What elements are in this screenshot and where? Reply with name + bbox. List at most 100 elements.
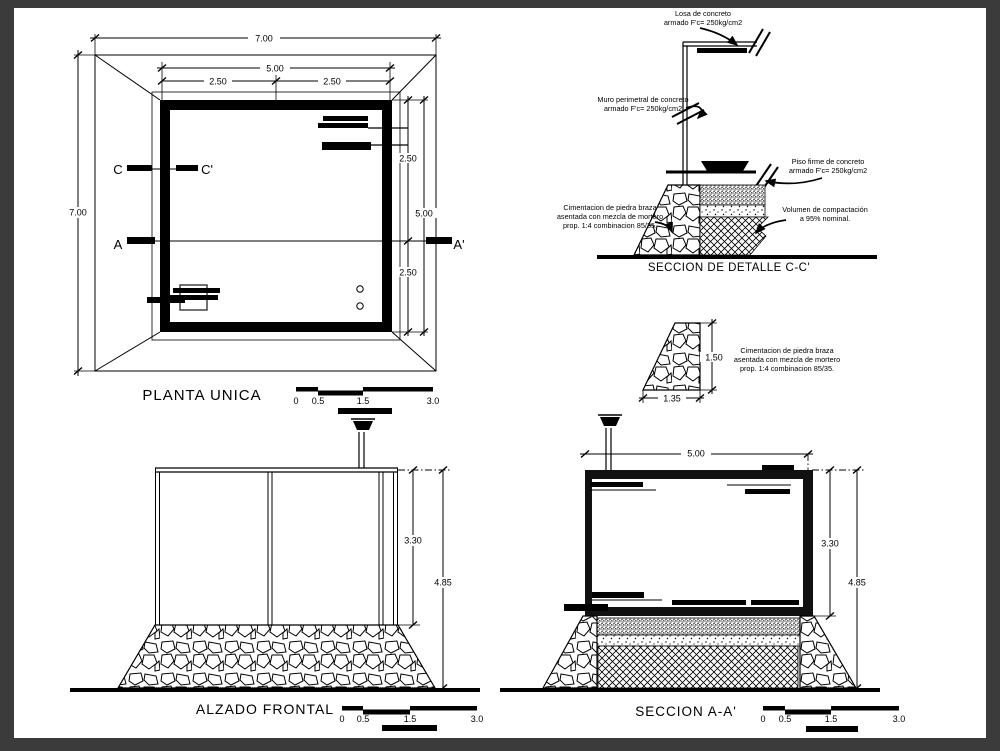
scale-bar-plan: 0 0.5 1.5 3.0 [293, 387, 439, 414]
plan-dimension-left: 7.00 [64, 50, 95, 376]
detail-slab-bar [697, 48, 747, 53]
svg-text:Volumen de compactación: Volumen de compactación [782, 205, 868, 214]
scale-tick-label: 1.5 [357, 396, 370, 406]
note-cimentacion: Cimentacion de piedra braza asentada con… [557, 203, 673, 234]
scale-bar-section: 0 0.5 1.5 3.0 [760, 706, 905, 732]
dim-label: 5.00 [266, 64, 284, 74]
scale-tick-label: 0 [339, 714, 344, 724]
dim-label: 1.35 [663, 394, 681, 404]
vent-pipe [351, 418, 375, 468]
elevation-stone-foundation [116, 624, 437, 689]
svg-text:Piso firme de concreto: Piso firme de concreto [792, 157, 865, 166]
plan-register-bar [170, 295, 218, 300]
plan-beam-bar [322, 142, 371, 150]
svg-text:prop. 1:4 combinacion 85/35.: prop. 1:4 combinacion 85/35. [563, 221, 657, 230]
note-losa: Losa de concreto armado F'c= 250kg/cm2 [664, 9, 742, 47]
dim-label: 4.85 [434, 578, 452, 588]
dim-label: 3.30 [821, 539, 839, 549]
break-mark [748, 28, 764, 54]
break-mark [755, 31, 771, 57]
plan-title: PLANTA UNICA [142, 387, 261, 404]
plan-corner-diagonal [94, 331, 161, 372]
dim-label: 2.50 [209, 77, 227, 87]
foundation-detail: 1.50 1.35 Cimentacion de piedra braza as… [638, 318, 840, 404]
svg-text:Cimentacion de piedra braza: Cimentacion de piedra braza [563, 203, 657, 212]
leader-arrow [754, 219, 787, 235]
note-volumen: Volumen de compactación a 95% nominal. [754, 205, 868, 235]
section-slab-bar [762, 465, 794, 470]
plan-corner-diagonal [391, 331, 437, 372]
svg-text:Muro perimetral de concreto: Muro perimetral de concreto [597, 95, 688, 104]
dim-label: 5.00 [687, 449, 705, 459]
section-gravel-layer [591, 634, 804, 647]
elevation-title: ALZADO FRONTAL [196, 701, 334, 717]
section-title: SECCION A-A' [635, 704, 737, 719]
section-stone-left [541, 615, 598, 689]
section-roof-slab [585, 470, 812, 479]
section-rebar-bar [564, 604, 608, 611]
svg-text:asentada con mezcla de mortero: asentada con mezcla de mortero [557, 212, 663, 221]
leader-arrow [685, 105, 708, 120]
dim-label: 5.00 [415, 209, 433, 219]
section-aa: 5.00 3.30 [500, 414, 905, 732]
leader-arrow [764, 177, 823, 188]
scale-tick-label: 0.5 [357, 714, 370, 724]
section-rebar-bar [751, 600, 799, 605]
section-compacted-fill [597, 645, 799, 689]
detail-concrete-layer [699, 184, 766, 206]
plan-dimensions-top: 7.00 5.00 2.50 2.50 [90, 33, 441, 100]
vent-pipe [598, 414, 622, 470]
plan-wall [160, 100, 392, 332]
svg-text:armado F'c= 250kg/cm2: armado F'c= 250kg/cm2 [604, 104, 682, 113]
section-right-wall [803, 470, 813, 616]
dim-label: 1.50 [705, 353, 723, 363]
scale-tick-label: 3.0 [471, 714, 484, 724]
scale-solid-bar [806, 726, 858, 732]
elevation-ground-line [70, 688, 480, 692]
section-letter-a: A [114, 237, 123, 252]
elevation-dimensions: 3.30 4.85 [398, 465, 458, 693]
section-rebar-bar [592, 592, 644, 598]
break-mark [755, 163, 772, 187]
plan-beam-bar [318, 123, 368, 128]
detail-section-cc: SECCION DE DETALLE C-C' Losa de concreto… [557, 9, 877, 274]
section-concrete-layer [591, 617, 804, 636]
svg-text:armado F'c= 250kg/cm2: armado F'c= 250kg/cm2 [789, 166, 867, 175]
detail-gravel-layer [699, 204, 766, 218]
dim-label: 2.50 [399, 268, 417, 278]
scale-bar-elevation: 0 0.5 1.5 3.0 [339, 706, 483, 731]
plan-corner-diagonal [94, 54, 161, 101]
cut-marker-bar-c [127, 165, 152, 171]
drawing-canvas: C C' A A' 7.00 5.00 [14, 8, 986, 738]
plan-corner-diagonal [391, 54, 437, 101]
dim-label: 7.00 [69, 208, 87, 218]
svg-text:a 95% nominal.: a 95% nominal. [800, 214, 850, 223]
note-piso: Piso firme de concreto armado F'c= 250kg… [764, 157, 867, 188]
scale-tick-label: 1.5 [404, 714, 417, 724]
section-letter-a-prime: A' [453, 237, 464, 252]
detail-floor-slab [701, 161, 749, 171]
svg-text:asentada con mezcla de mortero: asentada con mezcla de mortero [734, 355, 840, 364]
plan-beam-bar [323, 116, 368, 121]
plan-drain-circle [356, 302, 364, 310]
section-rebar-bar [590, 482, 643, 487]
dim-label: 2.50 [399, 154, 417, 164]
scale-tick-label: 3.0 [893, 714, 906, 724]
scale-solid-bar [382, 725, 437, 731]
dim-label: 4.85 [848, 578, 866, 588]
detail-compacted-fill [699, 216, 769, 256]
svg-text:Cimentacion de piedra braza: Cimentacion de piedra braza [740, 346, 834, 355]
svg-text:armado F'c= 250kg/cm2: armado F'c= 250kg/cm2 [664, 18, 742, 27]
section-rebar-bar [672, 600, 746, 605]
foundation-stone-trapezoid [642, 322, 701, 391]
svg-text:prop. 1:4 combinacion 85/35.: prop. 1:4 combinacion 85/35. [740, 364, 834, 373]
dim-label: 3.30 [404, 536, 422, 546]
note-foundation: Cimentacion de piedra braza asentada con… [734, 346, 840, 373]
break-mark [671, 102, 700, 118]
scale-tick-label: 0 [760, 714, 765, 724]
section-left-wall [585, 470, 592, 616]
svg-text:Losa de concreto: Losa de concreto [675, 9, 731, 18]
section-ground-line [500, 688, 880, 692]
detail-ground-line [597, 255, 877, 259]
section-dimensions-right: 3.30 4.85 [812, 465, 872, 693]
